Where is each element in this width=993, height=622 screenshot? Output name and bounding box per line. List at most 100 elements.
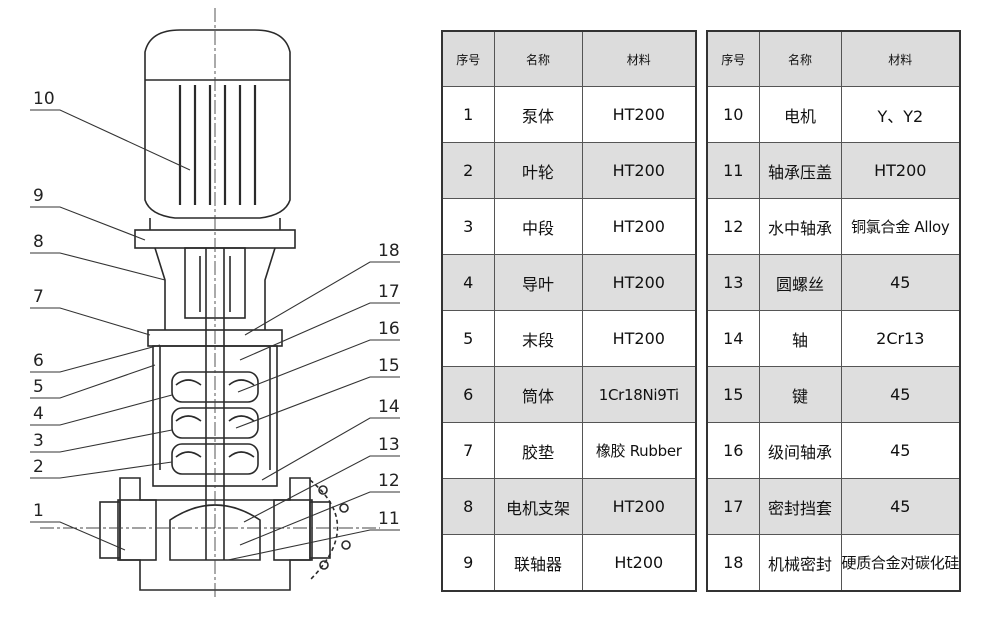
row-material: 硬质合金对碳化硅 — [840, 534, 961, 592]
row-material: HT200 — [581, 86, 697, 143]
callout-2: 2 — [33, 457, 44, 477]
header-no: 序号 — [706, 30, 760, 87]
callout-15: 15 — [378, 356, 400, 376]
row-material: 45 — [840, 422, 961, 479]
row-no: 14 — [706, 310, 760, 367]
row-name: 机械密封 — [758, 534, 842, 592]
callout-16: 16 — [378, 319, 400, 339]
callout-18: 18 — [378, 241, 400, 261]
row-name: 胶垫 — [493, 422, 583, 479]
header-material: 材料 — [840, 30, 961, 87]
callout-9: 9 — [33, 186, 44, 206]
row-no: 4 — [441, 254, 495, 311]
callout-1: 1 — [33, 501, 44, 521]
row-name: 导叶 — [493, 254, 583, 311]
row-name: 轴承压盖 — [758, 142, 842, 199]
row-material: 铜氯合金 Alloy — [840, 198, 961, 255]
callout-12: 12 — [378, 471, 400, 491]
row-name: 电机支架 — [493, 478, 583, 535]
left-leaders — [30, 109, 191, 551]
row-material: 45 — [840, 366, 961, 423]
callout-10: 10 — [33, 89, 55, 109]
table-header: 序号 名称 材料 — [706, 30, 961, 87]
row-no: 17 — [706, 478, 760, 535]
row-name: 泵体 — [493, 86, 583, 143]
row-no: 1 — [441, 86, 495, 143]
callout-7: 7 — [33, 287, 44, 307]
row-no: 11 — [706, 142, 760, 199]
row-material: HT200 — [581, 310, 697, 367]
pump-outline — [99, 29, 351, 591]
row-material: HT200 — [581, 198, 697, 255]
row-material: HT200 — [581, 478, 697, 535]
row-no: 6 — [441, 366, 495, 423]
callout-3: 3 — [33, 431, 44, 451]
row-material: HT200 — [581, 142, 697, 199]
table-header: 序号 名称 材料 — [441, 30, 697, 87]
callout-17: 17 — [378, 282, 400, 302]
row-name: 末段 — [493, 310, 583, 367]
row-material: Ht200 — [581, 534, 697, 592]
callout-14: 14 — [378, 397, 400, 417]
row-material: 45 — [840, 254, 961, 311]
row-material: 橡胶 Rubber — [581, 422, 697, 479]
right-callout-labels: 18 17 16 15 14 13 12 11 — [378, 241, 400, 529]
header-name: 名称 — [758, 30, 842, 87]
row-name: 轴 — [758, 310, 842, 367]
header-name: 名称 — [493, 30, 583, 87]
right-leaders — [227, 261, 400, 561]
row-no: 15 — [706, 366, 760, 423]
row-material: 45 — [840, 478, 961, 535]
row-name: 联轴器 — [493, 534, 583, 592]
row-no: 16 — [706, 422, 760, 479]
row-name: 中段 — [493, 198, 583, 255]
pump-section-drawing: 10 9 8 7 6 5 4 3 2 1 18 17 16 15 14 13 1… — [30, 8, 400, 600]
callout-8: 8 — [33, 232, 44, 252]
row-no: 2 — [441, 142, 495, 199]
row-material: Y、Y2 — [840, 86, 961, 143]
row-name: 电机 — [758, 86, 842, 143]
center-lines — [40, 8, 380, 600]
row-no: 8 — [441, 478, 495, 535]
row-name: 圆螺丝 — [758, 254, 842, 311]
row-no: 12 — [706, 198, 760, 255]
callout-5: 5 — [33, 377, 44, 397]
left-callout-labels: 10 9 8 7 6 5 4 3 2 1 — [33, 89, 55, 521]
row-no: 7 — [441, 422, 495, 479]
callout-6: 6 — [33, 351, 44, 371]
callout-13: 13 — [378, 435, 400, 455]
row-no: 13 — [706, 254, 760, 311]
row-material: 1Cr18Ni9Ti — [581, 366, 697, 423]
row-no: 3 — [441, 198, 495, 255]
header-no: 序号 — [441, 30, 495, 87]
row-name: 键 — [758, 366, 842, 423]
row-name: 密封挡套 — [758, 478, 842, 535]
row-no: 5 — [441, 310, 495, 367]
row-name: 筒体 — [493, 366, 583, 423]
row-material: HT200 — [840, 142, 961, 199]
callout-11: 11 — [378, 509, 400, 529]
row-name: 水中轴承 — [758, 198, 842, 255]
header-material: 材料 — [581, 30, 697, 87]
motor-body — [144, 29, 291, 219]
row-material: 2Cr13 — [840, 310, 961, 367]
row-no: 18 — [706, 534, 760, 592]
